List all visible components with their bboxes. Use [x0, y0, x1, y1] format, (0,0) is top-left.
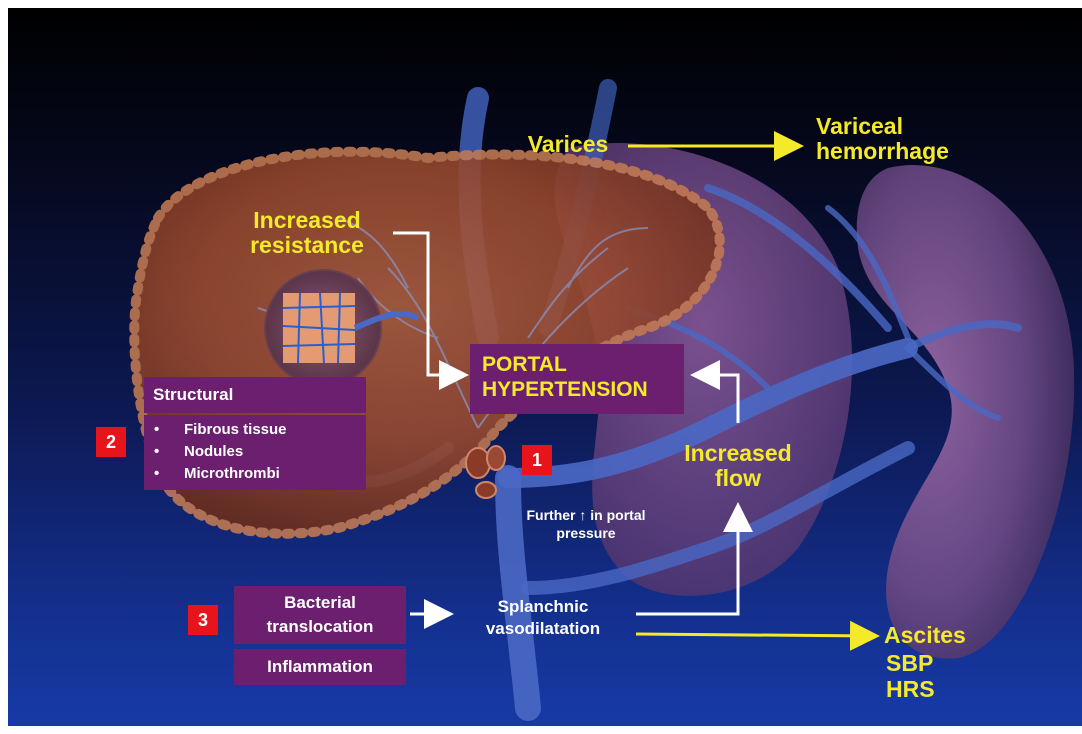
badge-3: 3 [188, 605, 218, 635]
increased-flow-label: Increased flow [668, 441, 808, 491]
further-pressure-line-2: pressure [506, 524, 666, 542]
variceal-hemorrhage-label: Variceal hemorrhage [816, 114, 966, 164]
structural-item-text: Fibrous tissue [184, 421, 287, 438]
splanchnic-line-1: Splanchnic [458, 596, 628, 618]
splanchnic-line-2: vasodilatation [458, 618, 628, 640]
ascites-label: Ascites [884, 623, 984, 648]
further-pressure-label: Further ↑ in portal pressure [506, 506, 666, 542]
bacterial-line-1: Bacterial [234, 591, 406, 615]
structural-title-box: Structural [144, 377, 366, 413]
bullet-icon: • [154, 463, 184, 485]
structural-item-text: Nodules [184, 443, 243, 460]
varices-label: Varices [513, 132, 623, 157]
spleen-shape [857, 165, 1074, 659]
structural-item: •Microthrombi [154, 463, 366, 485]
structural-item-text: Microthrombi [184, 465, 280, 482]
further-pressure-line-1: Further ↑ in portal [506, 506, 666, 524]
badge-2: 2 [96, 427, 126, 457]
splanchnic-label: Splanchnic vasodilatation [458, 596, 628, 640]
bullet-icon: • [154, 419, 184, 441]
structural-list-box: •Fibrous tissue •Nodules •Microthrombi [144, 415, 366, 490]
variceal-hemorrhage-line-1: Variceal [816, 114, 966, 139]
slide: Varices Variceal hemorrhage Increased re… [8, 8, 1082, 726]
increased-flow-line-1: Increased [668, 441, 808, 466]
hrs-label: HRS [886, 677, 966, 702]
structural-list: •Fibrous tissue •Nodules •Microthrombi [154, 419, 366, 485]
portal-hypertension-box: PORTAL HYPERTENSION [470, 344, 684, 414]
increased-resistance-label: Increased resistance [232, 208, 382, 258]
increased-resistance-line-2: resistance [232, 233, 382, 258]
variceal-hemorrhage-line-2: hemorrhage [816, 139, 966, 164]
inflammation-box: Inflammation [234, 649, 406, 685]
increased-flow-line-2: flow [668, 466, 808, 491]
portal-hypertension-line-1: PORTAL [482, 352, 684, 377]
badge-1: 1 [522, 445, 552, 475]
sbp-label: SBP [886, 651, 966, 676]
bacterial-translocation-box: Bacterial translocation [234, 586, 406, 644]
portal-hypertension-line-2: HYPERTENSION [482, 377, 684, 402]
increased-resistance-line-1: Increased [232, 208, 382, 233]
structural-item: •Nodules [154, 441, 366, 463]
arrow-splanchnic-to-ascites [636, 634, 874, 636]
bacterial-line-2: translocation [234, 615, 406, 639]
structural-item: •Fibrous tissue [154, 419, 366, 441]
bullet-icon: • [154, 441, 184, 463]
